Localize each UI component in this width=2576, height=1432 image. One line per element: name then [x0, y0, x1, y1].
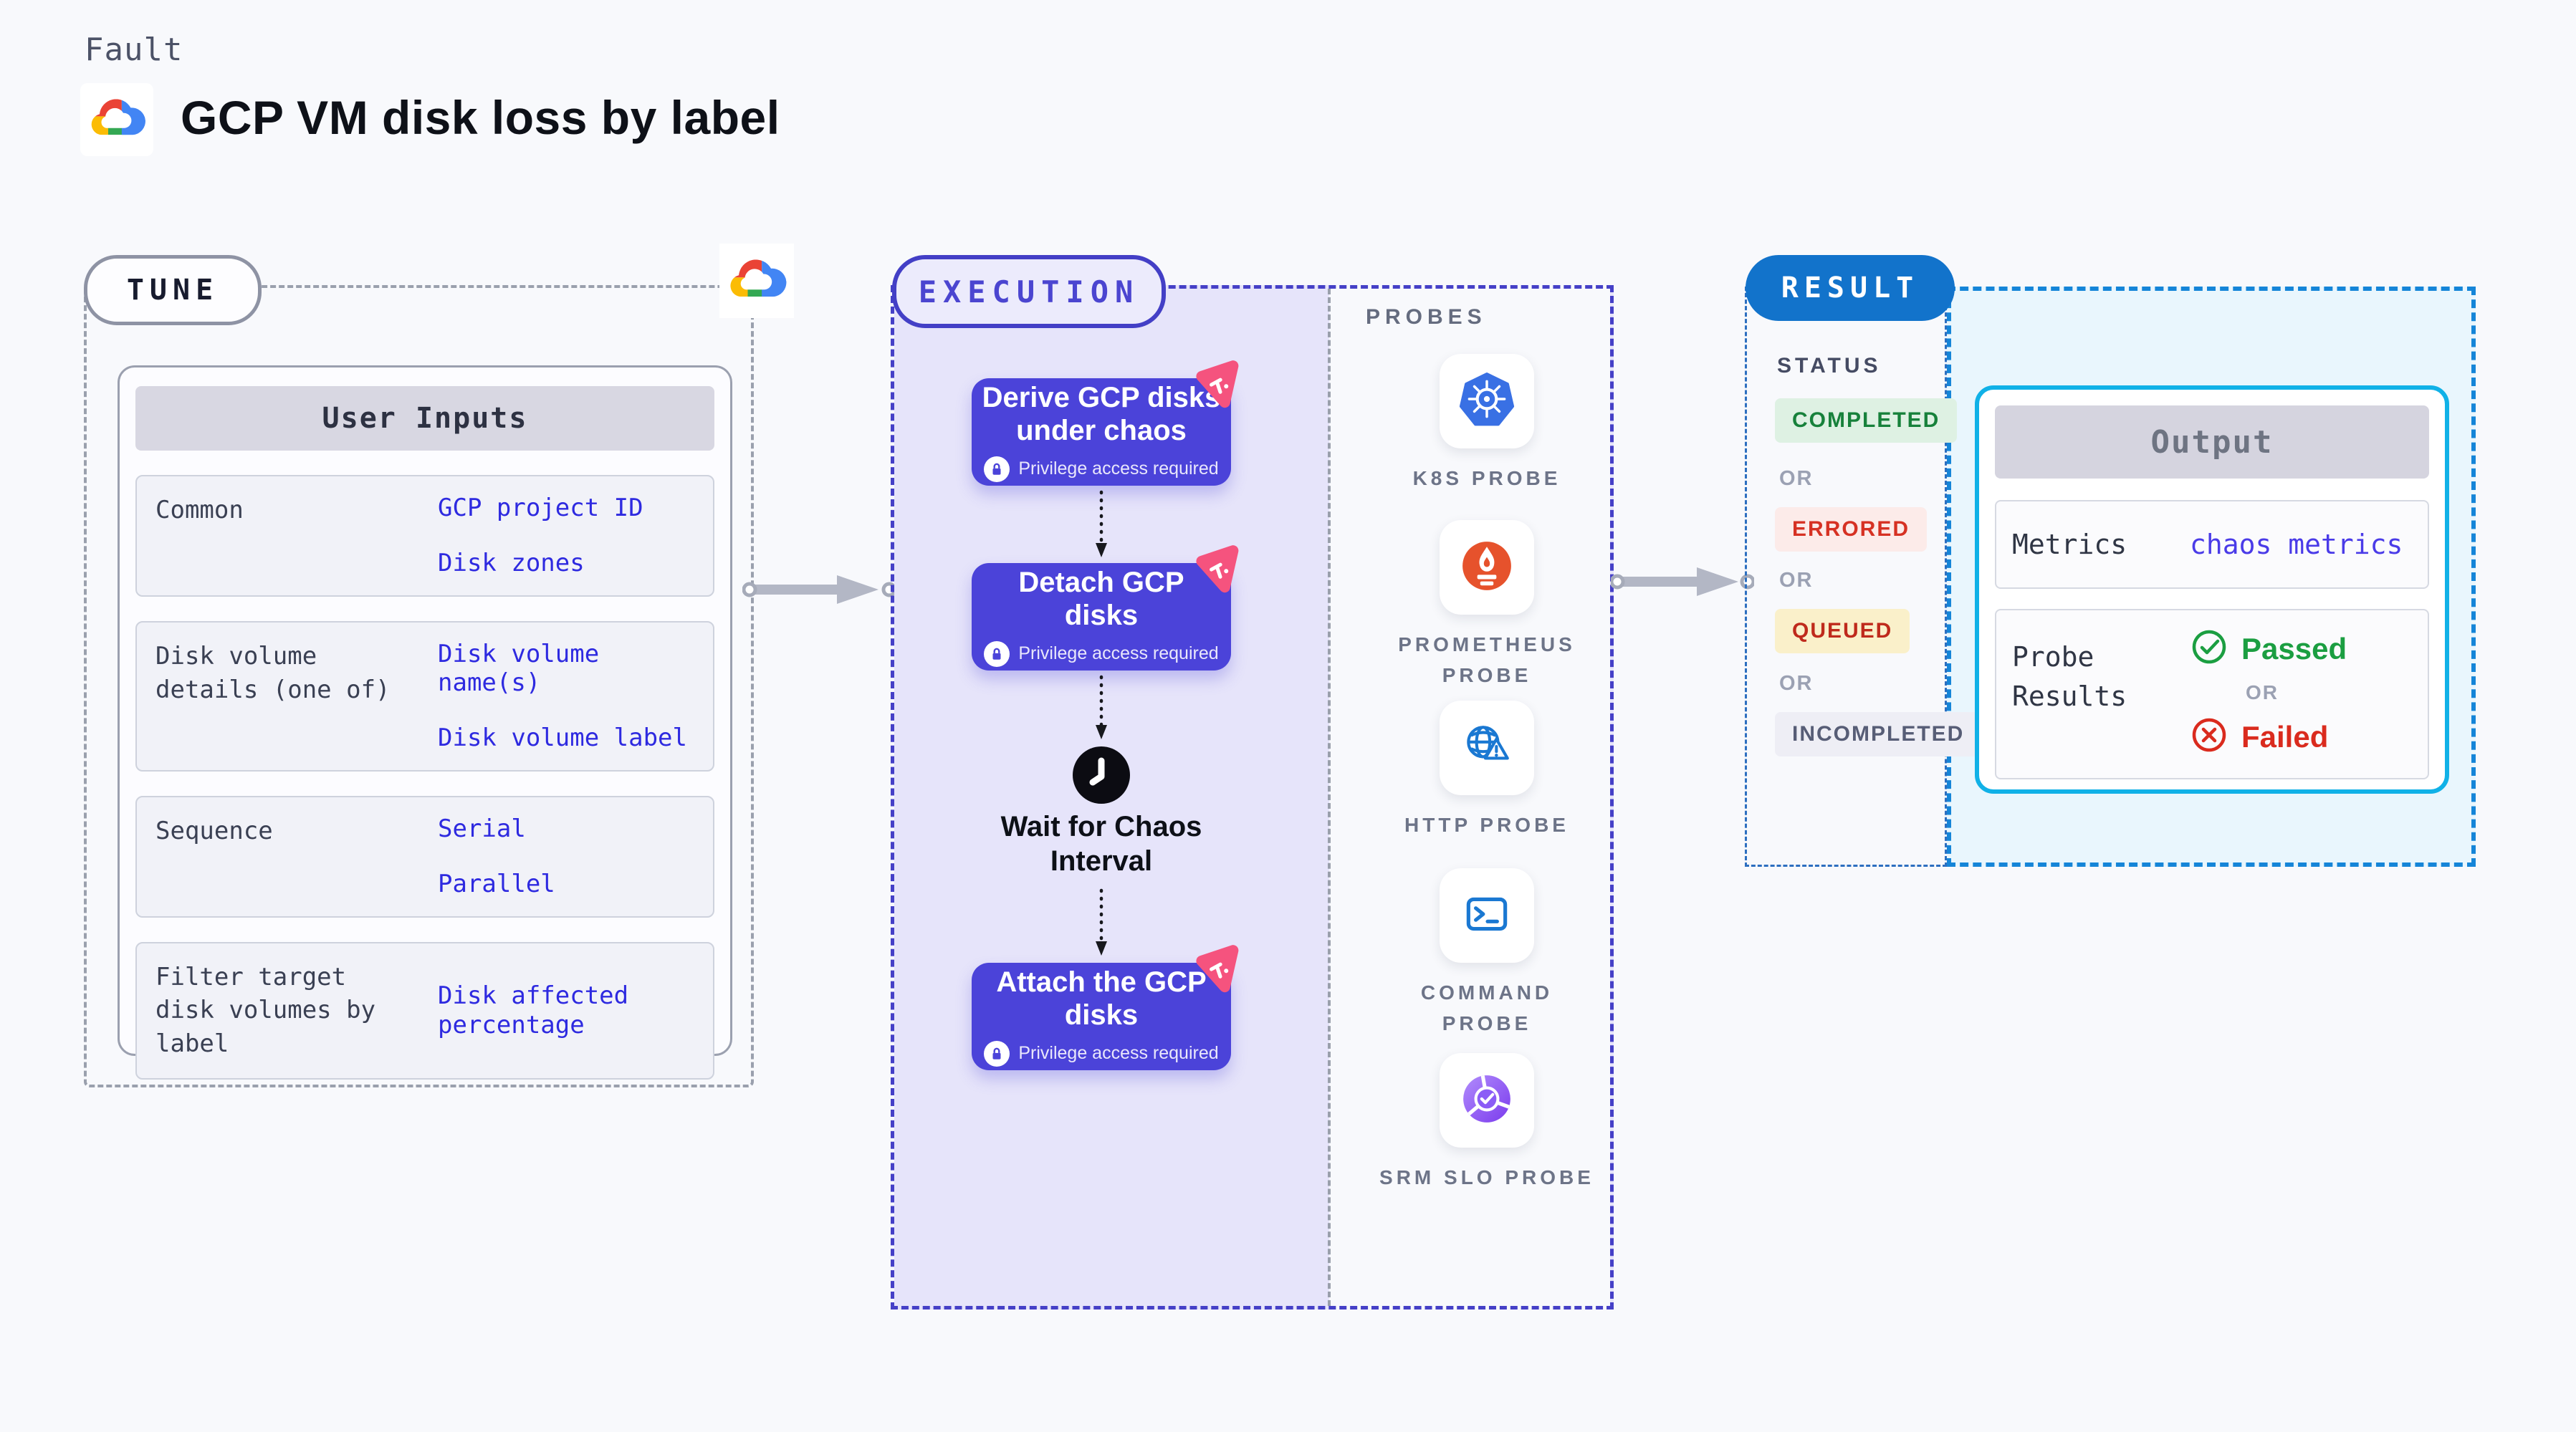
status-badge-incompleted: INCOMPLETED — [1775, 712, 1982, 756]
status-badge-errored: ERRORED — [1775, 507, 1928, 552]
check-circle-icon — [2190, 628, 2228, 670]
execution-step-detach: Detach GCP disks Privilege access requir… — [972, 545, 1239, 671]
row-values: Serial Parallel — [412, 814, 694, 899]
input-value: Disk zones — [438, 548, 585, 577]
step-title: Detach GCP disks — [1018, 567, 1184, 631]
probes-heading: PROBES — [1366, 305, 1487, 329]
status-badge-queued: QUEUED — [1775, 609, 1910, 653]
or-separator: OR — [1779, 672, 1814, 695]
execution-pill: EXECUTION — [892, 255, 1166, 328]
tune-pill: TUNE — [84, 255, 262, 325]
table-row: Filter target disk volumes by label Disk… — [135, 941, 714, 1080]
failed-label: Failed — [2241, 719, 2329, 754]
fault-kicker: Fault — [85, 32, 183, 68]
input-value: Serial — [438, 814, 526, 843]
probe-results-values: Passed OR Failed — [2190, 628, 2412, 761]
privilege-text: Privilege access required — [1018, 458, 1219, 479]
flow-arrow-execution-to-result — [1611, 567, 1754, 596]
lock-icon — [984, 456, 1010, 482]
privilege-note: Privilege access required — [984, 1040, 1219, 1067]
step-connector-arrow — [1096, 675, 1107, 739]
probes-divider — [1328, 289, 1331, 1306]
passed-label: Passed — [2241, 631, 2347, 665]
flow-arrow-tune-to-execution — [742, 575, 896, 604]
input-value: Disk volume label — [438, 724, 687, 753]
status-heading: STATUS — [1777, 354, 1882, 378]
execution-step-derive: Derive GCP disks under chaos Privilege a… — [972, 360, 1239, 486]
probe-http — [1440, 701, 1534, 795]
chaos-icon — [1192, 360, 1245, 416]
metrics-label: Metrics — [2012, 529, 2127, 560]
or-separator: OR — [1779, 467, 1814, 490]
probe-command — [1440, 868, 1534, 963]
row-label: Disk volume details (one of) — [155, 641, 391, 704]
output-header: Output — [1995, 405, 2429, 479]
input-value: Disk volume name(s) — [438, 639, 600, 698]
probe-k8s — [1440, 354, 1534, 448]
gcp-cloud-icon — [724, 256, 789, 307]
metrics-value: chaos metrics — [2190, 529, 2403, 560]
row-values: GCP project ID Disk zones — [412, 494, 694, 578]
probe-results-row: Probe Results Passed OR — [1995, 609, 2429, 779]
privilege-note: Privilege access required — [984, 456, 1219, 482]
metrics-row: Metrics chaos metrics — [1995, 500, 2429, 589]
table-row: Common GCP project ID Disk zones — [135, 475, 714, 597]
row-label: Sequence — [155, 816, 273, 845]
user-inputs-header: User Inputs — [135, 386, 714, 451]
execution-step-attach: Attach the GCP disks Privilege access re… — [972, 945, 1239, 1070]
privilege-text: Privilege access required — [1018, 1043, 1219, 1064]
failed-line: Failed — [2190, 716, 2412, 758]
probe-label: K8S PROBE — [1412, 467, 1561, 489]
gcp-cloud-icon — [86, 95, 148, 145]
probe-label: COMMAND PROBE — [1420, 981, 1553, 1035]
result-pill: RESULT — [1746, 255, 1955, 321]
or-separator: OR — [2246, 681, 2279, 703]
terminal-icon — [1459, 887, 1515, 945]
table-row: Disk volume details (one of) Disk volume… — [135, 620, 714, 772]
probe-label: SRM SLO PROBE — [1379, 1166, 1594, 1188]
privilege-text: Privilege access required — [1018, 643, 1219, 664]
input-value: Disk affected percentage — [438, 981, 629, 1039]
passed-line: Passed — [2190, 628, 2412, 670]
probe-prometheus — [1440, 520, 1534, 615]
chaos-icon — [1192, 944, 1245, 1001]
page-title: GCP VM disk loss by label — [181, 91, 780, 144]
lock-icon — [984, 640, 1010, 667]
wait-step-title: Wait for Chaos Interval — [1000, 811, 1202, 877]
probe-label: PROMETHEUS PROBE — [1398, 633, 1576, 687]
row-label: Filter target disk volumes by label — [155, 962, 376, 1059]
slo-pie-icon — [1460, 1072, 1514, 1130]
chaos-icon — [1192, 544, 1245, 601]
privilege-note: Privilege access required — [984, 640, 1219, 667]
step-connector-arrow — [1096, 490, 1107, 557]
status-badge-completed: COMPLETED — [1775, 398, 1958, 443]
probe-label: HTTP PROBE — [1404, 814, 1569, 836]
user-inputs-table: User Inputs Common GCP project ID Disk z… — [118, 365, 732, 1080]
x-circle-icon — [2190, 716, 2228, 758]
step-title: Derive GCP disks under chaos — [982, 382, 1221, 446]
probe-srm-slo — [1440, 1053, 1534, 1148]
or-separator: OR — [1779, 569, 1814, 592]
row-values: Disk affected percentage — [412, 961, 694, 1062]
step-title: Attach the GCP disks — [996, 966, 1207, 1031]
probe-results-label: Probe Results — [2012, 641, 2127, 713]
http-globe-icon — [1459, 719, 1515, 777]
input-value: Parallel — [438, 869, 555, 898]
output-card: Output Metrics chaos metrics Probe Resul… — [1975, 385, 2449, 794]
tune-section — [84, 285, 754, 1087]
lock-icon — [984, 1040, 1010, 1067]
step-connector-arrow — [1096, 888, 1107, 956]
kubernetes-icon — [1459, 372, 1515, 431]
clock-icon — [1071, 745, 1131, 809]
prometheus-icon — [1460, 539, 1514, 597]
gcp-logo-tune — [719, 244, 794, 318]
table-row: Sequence Serial Parallel — [135, 795, 714, 918]
row-values: Disk volume name(s) Disk volume label — [412, 640, 694, 753]
gcp-logo-header — [80, 83, 153, 156]
row-label: Common — [155, 496, 244, 524]
input-value: GCP project ID — [438, 494, 643, 522]
